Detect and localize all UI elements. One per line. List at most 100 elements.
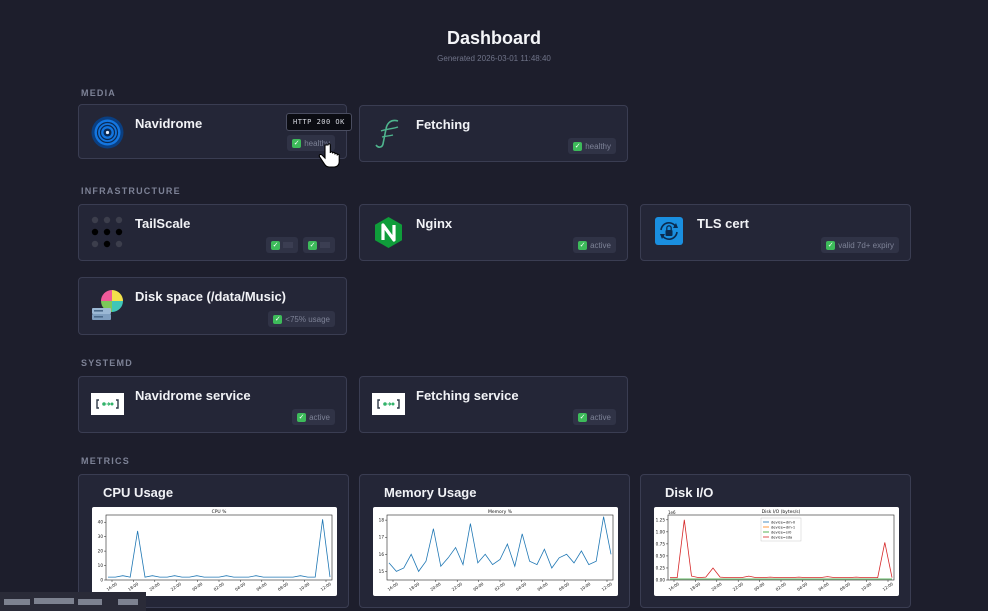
y-tick-label: 1.00 — [656, 529, 666, 534]
vinyl-disc-icon — [91, 116, 124, 149]
x-tick-label: 18:00 — [127, 581, 140, 592]
x-tick-label: 12:00 — [882, 581, 895, 592]
series-line — [108, 519, 331, 578]
status-badge: ✓ active — [573, 237, 616, 253]
y-tick-label: 0.00 — [656, 578, 666, 583]
x-tick-label: 12:00 — [320, 581, 333, 592]
x-tick-label: 16:00 — [106, 581, 119, 592]
y-tick-label: 0 — [100, 578, 103, 583]
status-badge: ✓ — [266, 237, 298, 253]
check-icon: ✓ — [292, 138, 302, 148]
scale-label: 1e6 — [668, 510, 676, 515]
plot-frame — [386, 514, 614, 581]
redacted-text — [283, 242, 293, 248]
check-icon: ✓ — [297, 412, 307, 422]
card-tailscale[interactable]: TailScale ✓ ✓ — [78, 204, 347, 261]
y-tick-label: 0.25 — [656, 565, 666, 570]
x-tick-label: 12:00 — [601, 581, 614, 592]
card-tls-cert[interactable]: TLS cert ✓ valid 7d+ expiry — [640, 204, 911, 261]
metric-title: CPU Usage — [103, 485, 174, 500]
page-title: Dashboard — [446, 28, 542, 48]
x-tick-label: 04:00 — [796, 581, 809, 592]
card-fetching[interactable]: Fetching ✓ healthy — [359, 105, 628, 162]
y-tick-label: 18 — [379, 518, 385, 523]
y-tick-label: 15 — [379, 569, 385, 574]
check-icon: ✓ — [578, 412, 588, 422]
x-tick-label: 02:00 — [213, 581, 226, 592]
status-badges: ✓ healthy — [568, 138, 616, 154]
legend-box — [760, 517, 802, 542]
status-badge: ✓ active — [292, 409, 335, 425]
status-badges: ✓ active — [292, 409, 335, 425]
x-tick-label: 20:00 — [429, 581, 442, 592]
status-badges: ✓ valid 7d+ expiry — [821, 237, 899, 253]
status-badge: ✓ — [303, 237, 335, 253]
pointer-cursor-icon — [318, 143, 342, 171]
x-tick-label: 06:00 — [255, 581, 268, 592]
x-tick-label: 22:00 — [732, 581, 745, 592]
card-title: TLS cert — [697, 216, 750, 231]
y-tick-label: 1.25 — [656, 517, 666, 522]
dot-grid-icon — [91, 216, 124, 249]
x-tick-label: 10:00 — [579, 581, 592, 592]
section-infrastructure: INFRASTRUCTURE — [81, 186, 181, 196]
card-navidrome-service[interactable]: Navidrome service ✓ active — [78, 376, 347, 433]
card-nginx[interactable]: Nginx ✓ active — [359, 204, 628, 261]
x-tick-label: 20:00 — [710, 581, 723, 592]
y-tick-label: 40 — [98, 520, 104, 525]
check-icon: ✓ — [273, 314, 283, 324]
x-tick-label: 08:00 — [839, 581, 852, 592]
y-tick-label: 30 — [98, 534, 104, 539]
card-disk-space[interactable]: Disk space (/data/Music) ✓ <75% usage — [78, 277, 347, 335]
status-badges: ✓ ✓ — [266, 237, 335, 253]
x-tick-label: 06:00 — [817, 581, 830, 592]
page-header: Dashboard Generated 2026-03-01 11:48:40 — [0, 28, 988, 63]
x-tick-label: 00:00 — [191, 581, 204, 592]
card-title: Fetching service — [416, 388, 519, 403]
x-tick-label: 18:00 — [408, 581, 421, 592]
generated-timestamp: Generated 2026-03-01 11:48:40 — [437, 54, 551, 63]
y-tick-label: 20 — [98, 549, 104, 554]
chart-title: CPU % — [212, 509, 228, 515]
check-icon: ✓ — [271, 240, 280, 250]
service-icon — [91, 393, 124, 415]
status-badge: ✓ <75% usage — [268, 311, 335, 327]
card-title: Navidrome service — [135, 388, 251, 403]
x-tick-label: 04:00 — [515, 581, 528, 592]
x-tick-label: 06:00 — [536, 581, 549, 592]
x-tick-label: 02:00 — [775, 581, 788, 592]
y-tick-label: 0.75 — [656, 541, 666, 546]
nginx-hex-icon — [372, 216, 405, 249]
card-title: TailScale — [135, 216, 191, 231]
status-badge: ✓ valid 7d+ expiry — [821, 237, 899, 253]
section-metrics: METRICS — [81, 456, 130, 466]
card-fetching-service[interactable]: Fetching service ✓ active — [359, 376, 628, 433]
card-title: Disk space (/data/Music) — [135, 289, 286, 304]
section-systemd: SYSTEMD — [81, 358, 133, 368]
y-tick-label: 17 — [379, 535, 385, 540]
x-tick-label: 08:00 — [558, 581, 571, 592]
card-title: Nginx — [416, 216, 453, 231]
service-icon — [372, 393, 405, 415]
check-icon: ✓ — [826, 240, 836, 250]
card-title: Navidrome — [135, 116, 203, 131]
x-tick-label: 10:00 — [860, 581, 873, 592]
status-badges: ✓ healthy — [287, 135, 335, 151]
x-tick-label: 10:00 — [298, 581, 311, 592]
series-line — [670, 519, 893, 579]
x-tick-label: 16:00 — [668, 581, 681, 592]
x-tick-label: 16:00 — [387, 581, 400, 592]
status-tooltip: HTTP 200 OK — [286, 113, 352, 131]
y-tick-label: 16 — [379, 552, 385, 557]
status-badge: ✓ healthy — [287, 135, 335, 151]
legend-label: device=dm-0 — [771, 520, 796, 524]
check-icon: ✓ — [308, 240, 317, 250]
disk-pie-icon — [91, 289, 124, 322]
